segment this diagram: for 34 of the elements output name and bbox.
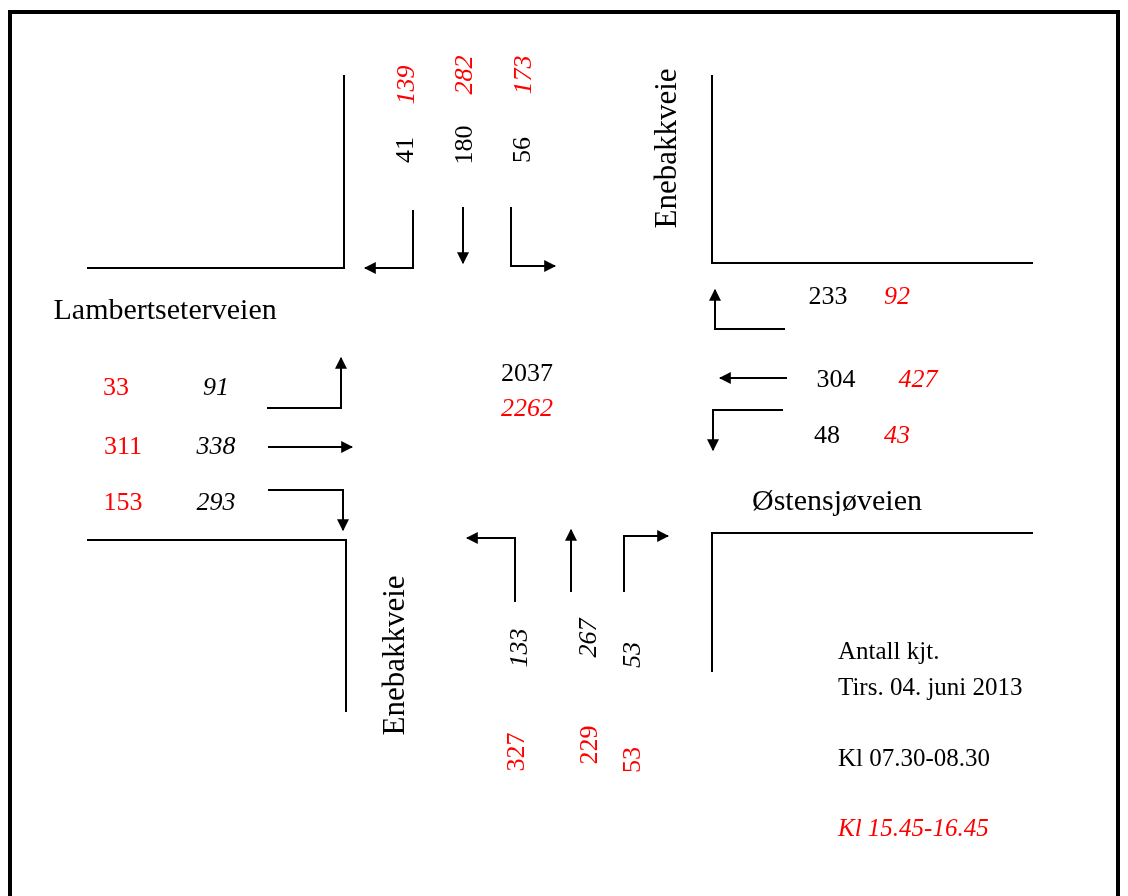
- street-name: Enebakkveie: [649, 67, 681, 229]
- traffic-count: 91: [203, 374, 229, 400]
- total-count: 2037: [501, 360, 553, 386]
- traffic-count: 53: [619, 642, 645, 668]
- traffic-count: 311: [104, 433, 143, 459]
- traffic-count: 327: [502, 732, 528, 772]
- note-text: Kl 15.45-16.45: [838, 814, 989, 840]
- traffic-count: 133: [505, 628, 531, 668]
- traffic-count: 293: [196, 489, 236, 515]
- traffic-count: 92: [884, 283, 910, 309]
- note-text: Antall kjt.: [838, 637, 940, 663]
- traffic-count: 180: [450, 125, 476, 165]
- traffic-count: 41: [392, 137, 418, 163]
- traffic-count: 427: [898, 366, 938, 392]
- street-name: Enebakkveie: [377, 574, 409, 736]
- traffic-count: 43: [884, 422, 910, 448]
- total-count: 2262: [501, 395, 553, 421]
- traffic-count: 33: [103, 374, 129, 400]
- note-text: Kl 07.30-08.30: [838, 744, 991, 770]
- traffic-count: 153: [103, 489, 143, 515]
- traffic-count: 233: [808, 283, 848, 309]
- street-name: Østensjøveien: [752, 485, 922, 515]
- traffic-count: 229: [575, 725, 601, 765]
- traffic-count: 267: [574, 618, 600, 658]
- street-name: Lambertseterveien: [53, 294, 277, 324]
- traffic-count: 48: [814, 422, 840, 448]
- traffic-count: 139: [392, 65, 418, 105]
- traffic-count: 282: [450, 55, 476, 95]
- traffic-count: 173: [509, 55, 535, 95]
- traffic-count: 304: [816, 366, 856, 392]
- traffic-count: 338: [196, 433, 236, 459]
- traffic-count: 53: [619, 747, 645, 773]
- note-text: Tirs. 04. juni 2013: [838, 673, 1023, 699]
- traffic-count: 56: [509, 137, 535, 163]
